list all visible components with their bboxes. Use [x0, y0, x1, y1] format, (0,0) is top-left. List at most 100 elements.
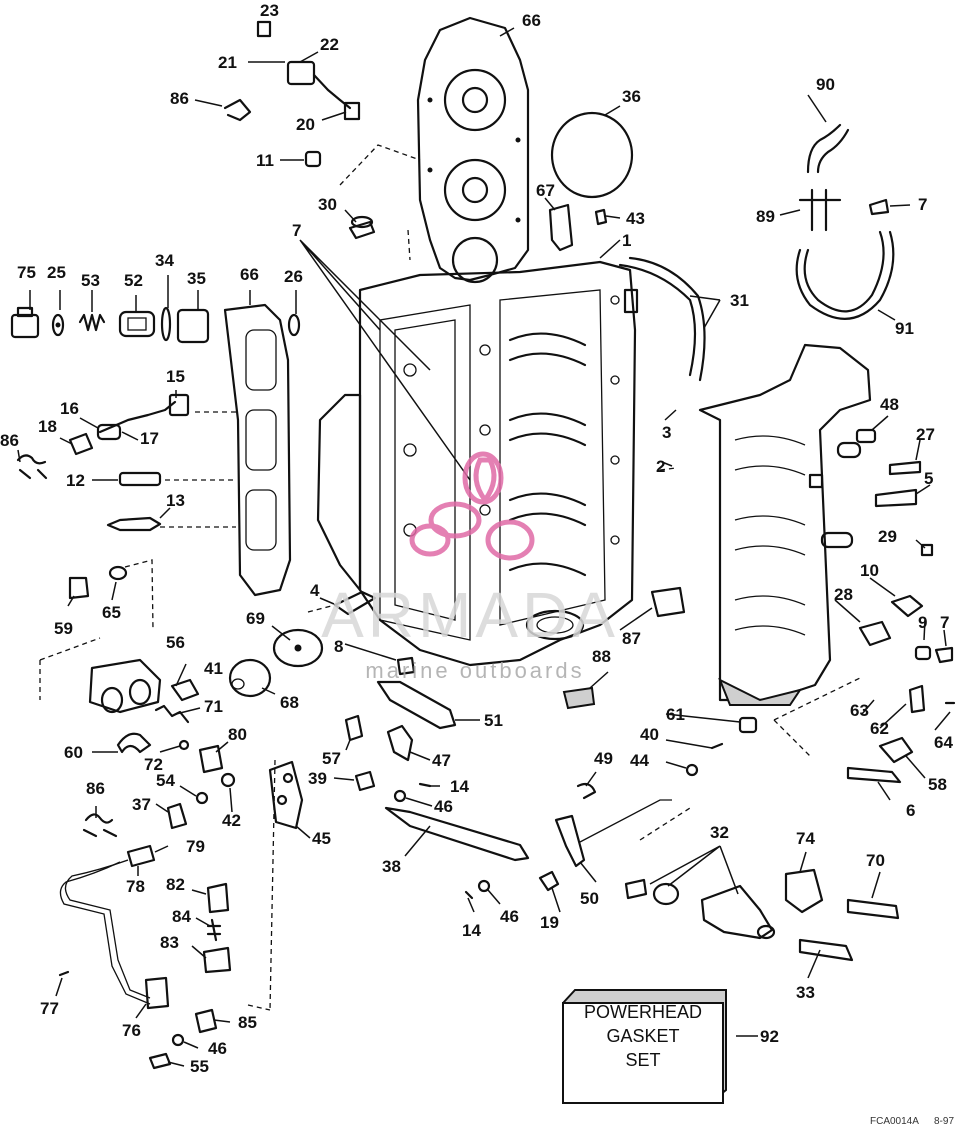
callout-53: 53: [81, 271, 100, 290]
callout-31: 31: [730, 291, 749, 310]
callout-22: 22: [320, 35, 339, 54]
logo-petal-left: [428, 501, 482, 539]
sensors-and-plugs: [16, 393, 190, 600]
cylinder-head-gasket: [416, 16, 530, 284]
callout-89: 89: [756, 207, 775, 226]
callout-79: 79: [186, 837, 205, 856]
gasket-box-line3: SET: [625, 1050, 660, 1070]
callout-14-mid: 14: [450, 777, 469, 796]
callout-86-bottom: 86: [86, 779, 105, 798]
callout-86-top: 86: [170, 89, 189, 108]
callout-67: 67: [536, 181, 555, 200]
callout-78: 78: [126, 877, 145, 896]
callout-17: 17: [140, 429, 159, 448]
callout-3: 3: [662, 423, 671, 442]
callout-19: 19: [540, 913, 559, 932]
callout-16: 16: [60, 399, 79, 418]
callout-74: 74: [796, 829, 815, 848]
callout-23: 23: [260, 1, 279, 20]
callout-87: 87: [622, 629, 641, 648]
callout-11: 11: [256, 151, 274, 170]
callout-25: 25: [47, 263, 66, 282]
callout-6: 6: [906, 801, 915, 820]
callout-61: 61: [666, 705, 685, 724]
callout-66-left: 66: [240, 265, 259, 284]
callout-39: 39: [308, 769, 327, 788]
callout-labels: 23 21 22 86 20 11 30 66 36 67 43 1 7 31 …: [0, 1, 953, 1076]
callout-85: 85: [238, 1013, 257, 1032]
callout-51: 51: [484, 711, 503, 730]
callout-80: 80: [228, 725, 247, 744]
exhaust-cover: [223, 303, 292, 597]
callout-63: 63: [850, 701, 869, 720]
callout-66-top: 66: [522, 11, 541, 30]
callout-42: 42: [222, 811, 241, 830]
callout-76: 76: [122, 1021, 141, 1040]
lower-parts: [58, 813, 560, 1070]
callout-35: 35: [187, 269, 206, 288]
callout-41: 41: [204, 659, 223, 678]
callout-82: 82: [166, 875, 185, 894]
linkages: [268, 680, 672, 868]
callout-84: 84: [172, 907, 191, 926]
bottom-right-parts: [624, 868, 900, 962]
callout-14-bottom: 14: [462, 921, 481, 940]
callout-60: 60: [64, 743, 83, 762]
callout-75: 75: [17, 263, 36, 282]
watermark-tagline: marine outboards: [365, 658, 584, 683]
callout-68: 68: [280, 693, 299, 712]
figure-date: 8-97: [934, 1116, 954, 1127]
callout-43: 43: [626, 209, 645, 228]
callout-15: 15: [166, 367, 185, 386]
watermark: ARMADA marine outboards: [321, 451, 619, 683]
callout-64: 64: [934, 733, 953, 752]
callout-30: 30: [318, 195, 337, 214]
callout-37: 37: [132, 795, 151, 814]
callout-33: 33: [796, 983, 815, 1002]
callout-77: 77: [40, 999, 59, 1018]
assembly-dashed-lines: [39, 144, 861, 1011]
callout-54: 54: [156, 771, 175, 790]
leader-lines: [17, 27, 951, 1067]
callout-10: 10: [860, 561, 879, 580]
callout-69: 69: [246, 609, 265, 628]
callout-58: 58: [928, 775, 947, 794]
crankcase-cover: [698, 343, 872, 706]
callout-59: 59: [54, 619, 73, 638]
callout-72: 72: [144, 755, 163, 774]
callout-46-bottom-right: 46: [500, 907, 519, 926]
logo-petal-far-left: [409, 523, 451, 557]
callout-5: 5: [924, 469, 933, 488]
callout-83: 83: [160, 933, 179, 952]
figure-code: FCA0014A: [870, 1116, 919, 1127]
callout-21: 21: [218, 53, 237, 72]
callout-57: 57: [322, 749, 341, 768]
callout-7-main: 7: [292, 221, 301, 240]
hoses-right: [618, 123, 895, 382]
right-side-parts: [685, 428, 956, 784]
callout-40: 40: [640, 725, 659, 744]
callout-38: 38: [382, 857, 401, 876]
callout-12: 12: [66, 471, 85, 490]
callout-18: 18: [38, 417, 57, 436]
watermark-brand: ARMADA: [321, 579, 619, 651]
callout-28: 28: [834, 585, 853, 604]
callout-2: 2: [656, 457, 665, 476]
callout-86-mid: 86: [0, 431, 19, 450]
callout-36: 36: [622, 87, 641, 106]
callout-26: 26: [284, 267, 303, 286]
callout-32: 32: [710, 823, 729, 842]
callout-44: 44: [630, 751, 649, 770]
gasket-box-line1: POWERHEAD: [584, 1002, 702, 1022]
callout-46-bottom: 46: [208, 1039, 227, 1058]
callout-48: 48: [880, 395, 899, 414]
logo-petal-top: [462, 451, 504, 505]
callout-13: 13: [166, 491, 185, 510]
callout-45: 45: [312, 829, 331, 848]
callout-65: 65: [102, 603, 121, 622]
gasket-set-box: POWERHEAD GASKET SET: [562, 989, 727, 1104]
callout-27: 27: [916, 425, 935, 444]
callout-52: 52: [124, 271, 143, 290]
callout-20: 20: [296, 115, 315, 134]
